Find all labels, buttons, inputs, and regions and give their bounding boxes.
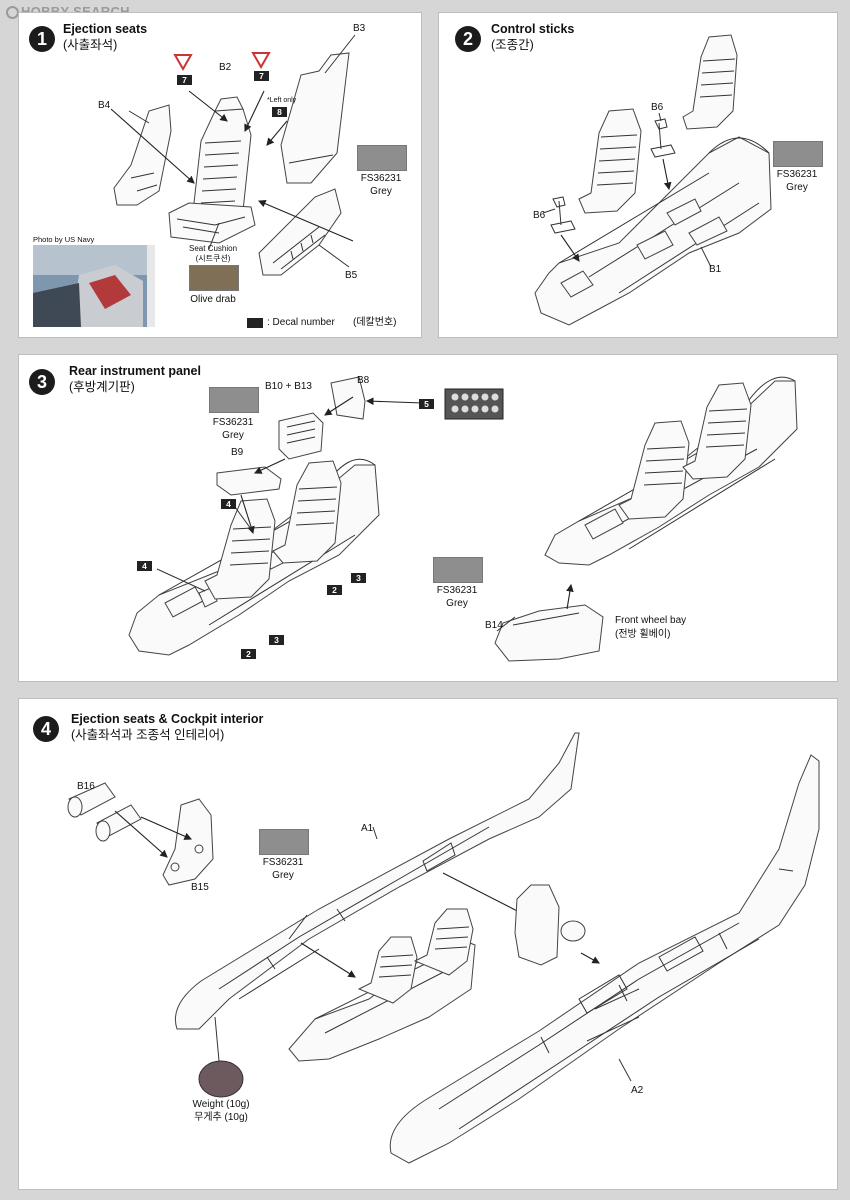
part-label-a1: A1 — [361, 823, 374, 834]
part-label-b16: B16 — [77, 781, 95, 792]
part-label-b8: B8 — [357, 375, 370, 386]
front-wheel-bay-label: Front wheel bay — [615, 615, 687, 626]
decal-number-tag: 3 — [351, 573, 366, 583]
decal-number-tag: 2 — [327, 585, 342, 595]
paint-swatch-grey — [357, 145, 407, 171]
step-title: Rear instrument panel — [69, 364, 201, 378]
seat-cushion-label: Seat Cushion — [188, 244, 238, 253]
part-label-b14: B14 — [485, 620, 503, 631]
decal-number-tag: 5 — [419, 399, 434, 409]
part-label-b5: B5 — [345, 270, 358, 281]
decal-number-tag: 2 — [241, 649, 256, 659]
paint-swatch-grey — [773, 141, 823, 167]
decal-legend-text: : Decal number — [267, 317, 335, 328]
paint-swatch-grey — [209, 387, 259, 413]
part-label-b10-b13: B10 + B13 — [265, 381, 312, 392]
paint-swatch-grey — [259, 829, 309, 855]
seat-cushion-label-korean: (시트쿠션) — [195, 254, 231, 263]
step-number: 1 — [29, 26, 55, 52]
paint-name: Grey — [272, 870, 294, 881]
step-1-panel: 1 Ejection seats (사출좌석) — [18, 12, 422, 338]
part-label-a2: A2 — [631, 1085, 644, 1096]
step-title: Control sticks — [491, 22, 575, 36]
instrument-panel-decal — [444, 388, 504, 420]
control-sticks-cockpit-diagram — [534, 34, 772, 326]
photo-caption: Photo by US Navy — [33, 235, 95, 244]
decal-number-tag: 7 — [177, 75, 192, 85]
decal-legend-box — [247, 318, 263, 328]
step-title-korean: (조종간) — [491, 38, 534, 52]
decal-number-tag: 3 — [269, 635, 284, 645]
decal-legend-korean: (데칼번호) — [353, 317, 397, 328]
step-title: Ejection seats — [63, 22, 148, 36]
step-number: 3 — [29, 369, 55, 395]
ejection-seat-exploded-diagram — [33, 34, 356, 327]
rear-instrument-panel-diagram — [128, 376, 798, 662]
paint-code: FS36231 — [776, 169, 818, 180]
step-title-korean: (사출좌석) — [63, 38, 118, 52]
step-4-panel: 4 Ejection seats & Cockpit interior (사출좌… — [18, 698, 838, 1190]
warning-triangle-icon — [173, 54, 193, 72]
part-label-b2: B2 — [219, 62, 232, 73]
fuselage-assembly-diagram — [67, 732, 820, 1164]
step-number: 4 — [33, 716, 59, 742]
step-title: Ejection seats & Cockpit interior — [71, 712, 264, 726]
part-label-b3: B3 — [353, 23, 366, 34]
part-label-b9: B9 — [231, 447, 244, 458]
paint-code: FS36231 — [262, 857, 304, 868]
decal-number-tag: 4 — [221, 499, 236, 509]
warning-triangle-icon — [251, 52, 271, 70]
paint-name: Grey — [446, 598, 468, 609]
part-label-b15: B15 — [191, 882, 209, 893]
decal-number-tag: 7 — [254, 71, 269, 81]
step-number: 2 — [455, 26, 481, 52]
part-label-b6: B6 — [651, 102, 664, 113]
step-title-korean: (사출좌석과 조종석 인테리어) — [71, 728, 225, 742]
weight-label: Weight (10g) — [192, 1099, 250, 1110]
paint-name: Grey — [786, 182, 808, 193]
part-label-b1: B1 — [709, 264, 722, 275]
paint-swatch-olive-drab — [189, 265, 239, 291]
paint-code: FS36231 — [360, 173, 402, 184]
decal-number-tag: 4 — [137, 561, 152, 571]
weight-marker — [198, 1060, 244, 1098]
paint-name: Grey — [370, 186, 392, 197]
paint-name: Grey — [222, 430, 244, 441]
step-3-panel: 3 Rear instrument panel (후방계기판) — [18, 354, 838, 682]
left-only-note: *Left only — [267, 97, 297, 104]
olive-drab-label: Olive drab — [190, 294, 236, 305]
weight-label-korean: 무게추 (10g) — [194, 1112, 248, 1123]
paint-code: FS36231 — [212, 417, 254, 428]
decal-number-tag: 8 — [272, 107, 287, 117]
part-label-b6: B6 — [533, 210, 546, 221]
front-wheel-bay-label-korean: (전방 휠베이) — [615, 629, 671, 640]
step-2-panel: 2 Control sticks (조종간) B6 B6 B1 FS36231 … — [438, 12, 838, 338]
paint-swatch-grey — [433, 557, 483, 583]
paint-code: FS36231 — [436, 585, 478, 596]
step-title-korean: (후방계기판) — [69, 380, 135, 394]
part-label-b4: B4 — [98, 100, 111, 111]
